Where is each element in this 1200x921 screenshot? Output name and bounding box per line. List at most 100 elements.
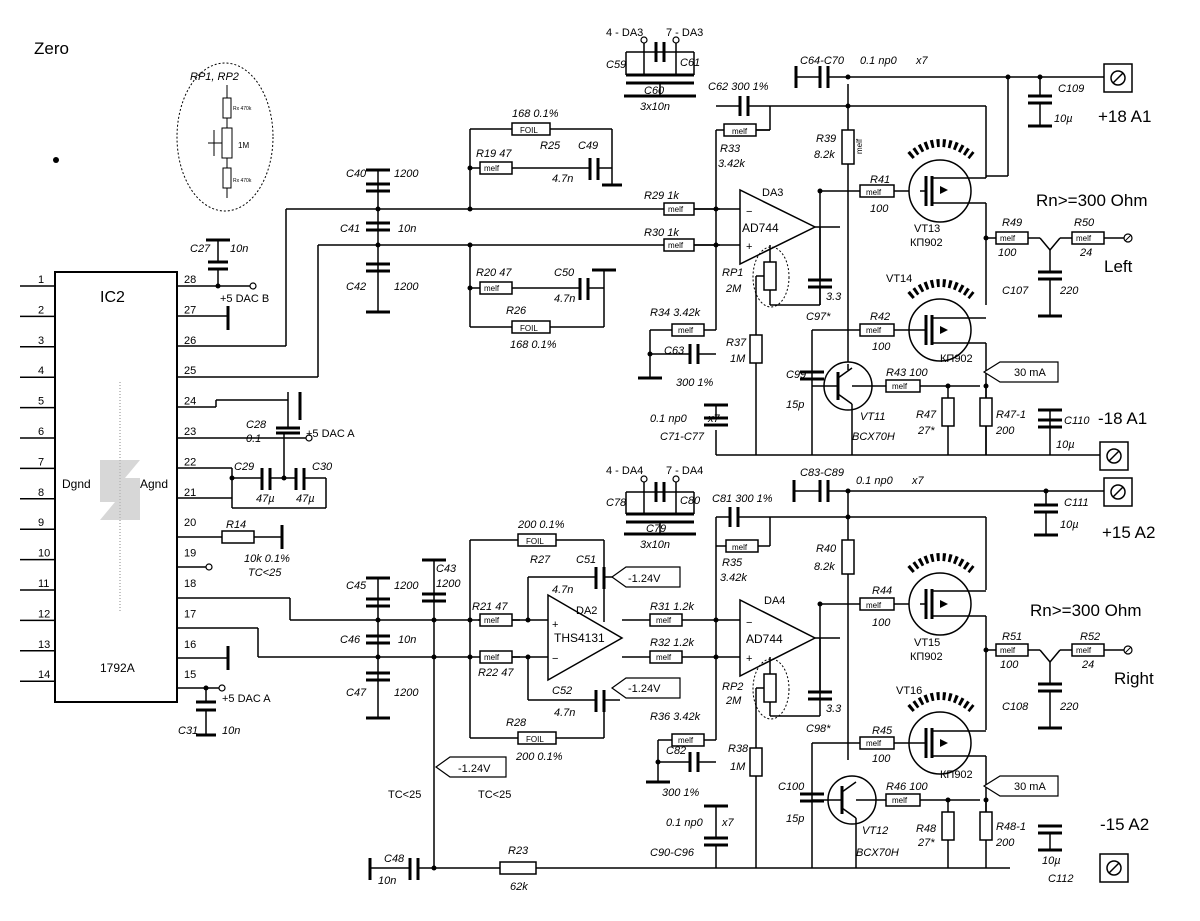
svg-text:R47: R47 <box>916 409 937 421</box>
svg-text:melf: melf <box>656 616 672 625</box>
svg-text:C112: C112 <box>1048 873 1073 885</box>
svg-text:AD744: AD744 <box>746 632 783 646</box>
svg-text:220: 220 <box>1059 285 1079 297</box>
svg-text:-1.24V: -1.24V <box>628 683 661 695</box>
svg-text:melf: melf <box>656 653 672 662</box>
svg-text:melf: melf <box>732 127 748 136</box>
svg-text:27*: 27* <box>917 425 935 437</box>
svg-text:Rx 470k: Rx 470k <box>233 178 252 184</box>
svg-text:C64-C70: C64-C70 <box>800 55 845 67</box>
svg-text:КП902: КП902 <box>910 237 943 249</box>
svg-text:R34 3.42k: R34 3.42k <box>650 307 701 319</box>
svg-text:C51: C51 <box>576 554 596 566</box>
svg-text:R49: R49 <box>1002 217 1022 229</box>
svg-text:100: 100 <box>872 617 891 629</box>
svg-text:3.42k: 3.42k <box>720 572 747 584</box>
svg-text:4.7n: 4.7n <box>554 707 575 719</box>
svg-text:x7: x7 <box>915 55 929 67</box>
svg-text:200: 200 <box>995 425 1015 437</box>
svg-text:+: + <box>746 241 752 253</box>
svg-text:melf: melf <box>678 326 694 335</box>
svg-text:R52: R52 <box>1080 631 1100 643</box>
svg-text:TC<25: TC<25 <box>478 789 511 801</box>
svg-text:C59: C59 <box>606 59 626 71</box>
svg-text:КП902: КП902 <box>940 353 973 365</box>
ic2-pin-left: 13 <box>38 639 50 651</box>
svg-text:R38: R38 <box>728 743 749 755</box>
ic2-pin-left: 2 <box>38 304 44 316</box>
label-dac-a-top: +5 DAC A <box>306 428 355 440</box>
svg-text:100: 100 <box>872 753 891 765</box>
svg-text:FOIL: FOIL <box>520 324 538 333</box>
svg-text:0.1 np0: 0.1 np0 <box>666 817 704 829</box>
svg-text:−: − <box>746 617 752 629</box>
svg-text:168 0.1%: 168 0.1% <box>512 108 559 120</box>
svg-text:melf: melf <box>866 601 882 610</box>
svg-text:C111: C111 <box>1064 497 1089 509</box>
svg-text:1M: 1M <box>730 761 746 773</box>
svg-text:C108: C108 <box>1002 701 1029 713</box>
label-dac-a-bot: +5 DAC A <box>222 693 271 705</box>
ic2-chip: IC2 Dgnd Agnd 1792A <box>54 271 178 703</box>
svg-text:melf: melf <box>866 739 882 748</box>
svg-text:R20 47: R20 47 <box>476 267 512 279</box>
label-c31: C31 <box>178 725 198 737</box>
svg-text:62k: 62k <box>510 881 528 893</box>
svg-text:C80: C80 <box>680 495 701 507</box>
label-p15: +15 A2 <box>1102 523 1155 542</box>
label-dac-b: +5 DAC B <box>220 293 269 305</box>
ic2-pin-right: 21 <box>184 487 196 499</box>
svg-text:200 0.1%: 200 0.1% <box>515 751 563 763</box>
svg-text:10µ: 10µ <box>1054 113 1073 125</box>
svg-text:TC<25: TC<25 <box>388 789 421 801</box>
label-m18: -18 A1 <box>1098 409 1147 428</box>
svg-text:7 - DA4: 7 - DA4 <box>666 465 703 477</box>
svg-text:3x10n: 3x10n <box>640 101 670 113</box>
svg-text:300 1%: 300 1% <box>676 377 714 389</box>
svg-text:C109: C109 <box>1058 83 1084 95</box>
svg-text:R26: R26 <box>506 305 527 317</box>
labels: C27 10n +5 DAC B C28 0.1 +5 DAC A C29 C3… <box>178 27 1155 893</box>
svg-text:1792A: 1792A <box>100 661 135 675</box>
svg-text:RP1, RP2: RP1, RP2 <box>190 71 239 83</box>
svg-text:200 0.1%: 200 0.1% <box>517 519 565 531</box>
svg-text:30 mA: 30 mA <box>1014 367 1046 379</box>
svg-text:THS4131: THS4131 <box>554 631 605 645</box>
svg-text:0.1 np0: 0.1 np0 <box>860 55 898 67</box>
svg-text:C98*: C98* <box>806 723 831 735</box>
svg-text:15p: 15p <box>786 399 804 411</box>
svg-text:melf: melf <box>484 164 500 173</box>
svg-text:1200: 1200 <box>436 578 461 590</box>
svg-text:melf: melf <box>732 543 748 552</box>
svg-text:2M: 2M <box>725 283 742 295</box>
ic2-pin-left: 4 <box>38 365 44 377</box>
ic2-pin-left: 7 <box>38 456 44 468</box>
ic2-pin-right: 24 <box>184 396 196 408</box>
ic2-pin-right: 19 <box>184 548 196 560</box>
svg-text:melf: melf <box>892 382 908 391</box>
svg-text:melf: melf <box>678 736 694 745</box>
label-c29v: 47µ <box>256 493 275 505</box>
svg-text:C61: C61 <box>680 57 700 69</box>
ic2-pin-left: 5 <box>38 396 44 408</box>
svg-text:VT13: VT13 <box>914 223 940 235</box>
svg-text:30 mA: 30 mA <box>1014 781 1046 793</box>
svg-text:C83-C89: C83-C89 <box>800 467 844 479</box>
svg-text:1200: 1200 <box>394 281 419 293</box>
svg-text:100: 100 <box>998 247 1017 259</box>
terminal-p15 <box>1103 477 1133 507</box>
svg-text:3.42k: 3.42k <box>718 158 745 170</box>
svg-text:VT11: VT11 <box>860 411 885 423</box>
svg-text:2M: 2M <box>725 695 742 707</box>
label-rn-bot: Rn>=300 Ohm <box>1030 601 1142 620</box>
svg-text:10µ: 10µ <box>1042 855 1061 867</box>
svg-text:R44: R44 <box>872 585 892 597</box>
terminal-m18 <box>1099 441 1129 471</box>
svg-text:C110: C110 <box>1064 415 1090 427</box>
svg-text:1M: 1M <box>238 141 249 150</box>
svg-text:R30 1k: R30 1k <box>644 227 679 239</box>
svg-text:IC2: IC2 <box>100 289 125 306</box>
svg-text:C47: C47 <box>346 687 367 699</box>
svg-text:RP1: RP1 <box>722 267 743 279</box>
